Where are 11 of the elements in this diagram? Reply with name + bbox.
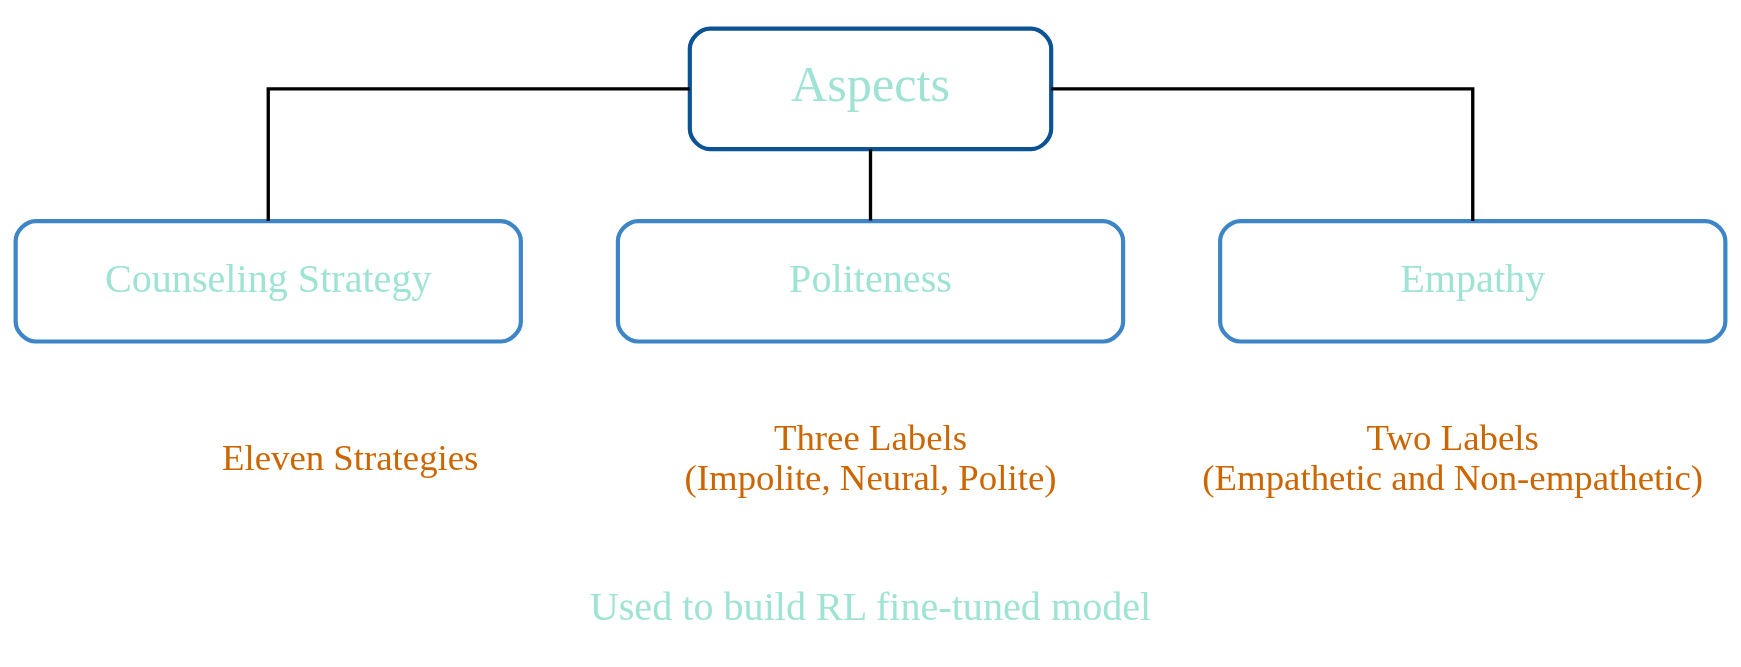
connector [266,86,690,221]
node-box: Counseling Strategy [13,218,523,344]
node-label: Two Labels (Empathetic and Non-empathetic) [1202,416,1703,498]
connector [1051,86,1475,221]
node-box: Empathy [1218,218,1728,344]
node-box: Aspects [687,26,1054,151]
connector [868,148,873,220]
label: Used to build RL fine-tuned model [589,583,1152,629]
node-label: Eleven Strategies [221,436,479,478]
node-box: Politeness [615,218,1126,344]
node-label: Three Labels (Impolite, Neural, Polite) [684,416,1057,498]
